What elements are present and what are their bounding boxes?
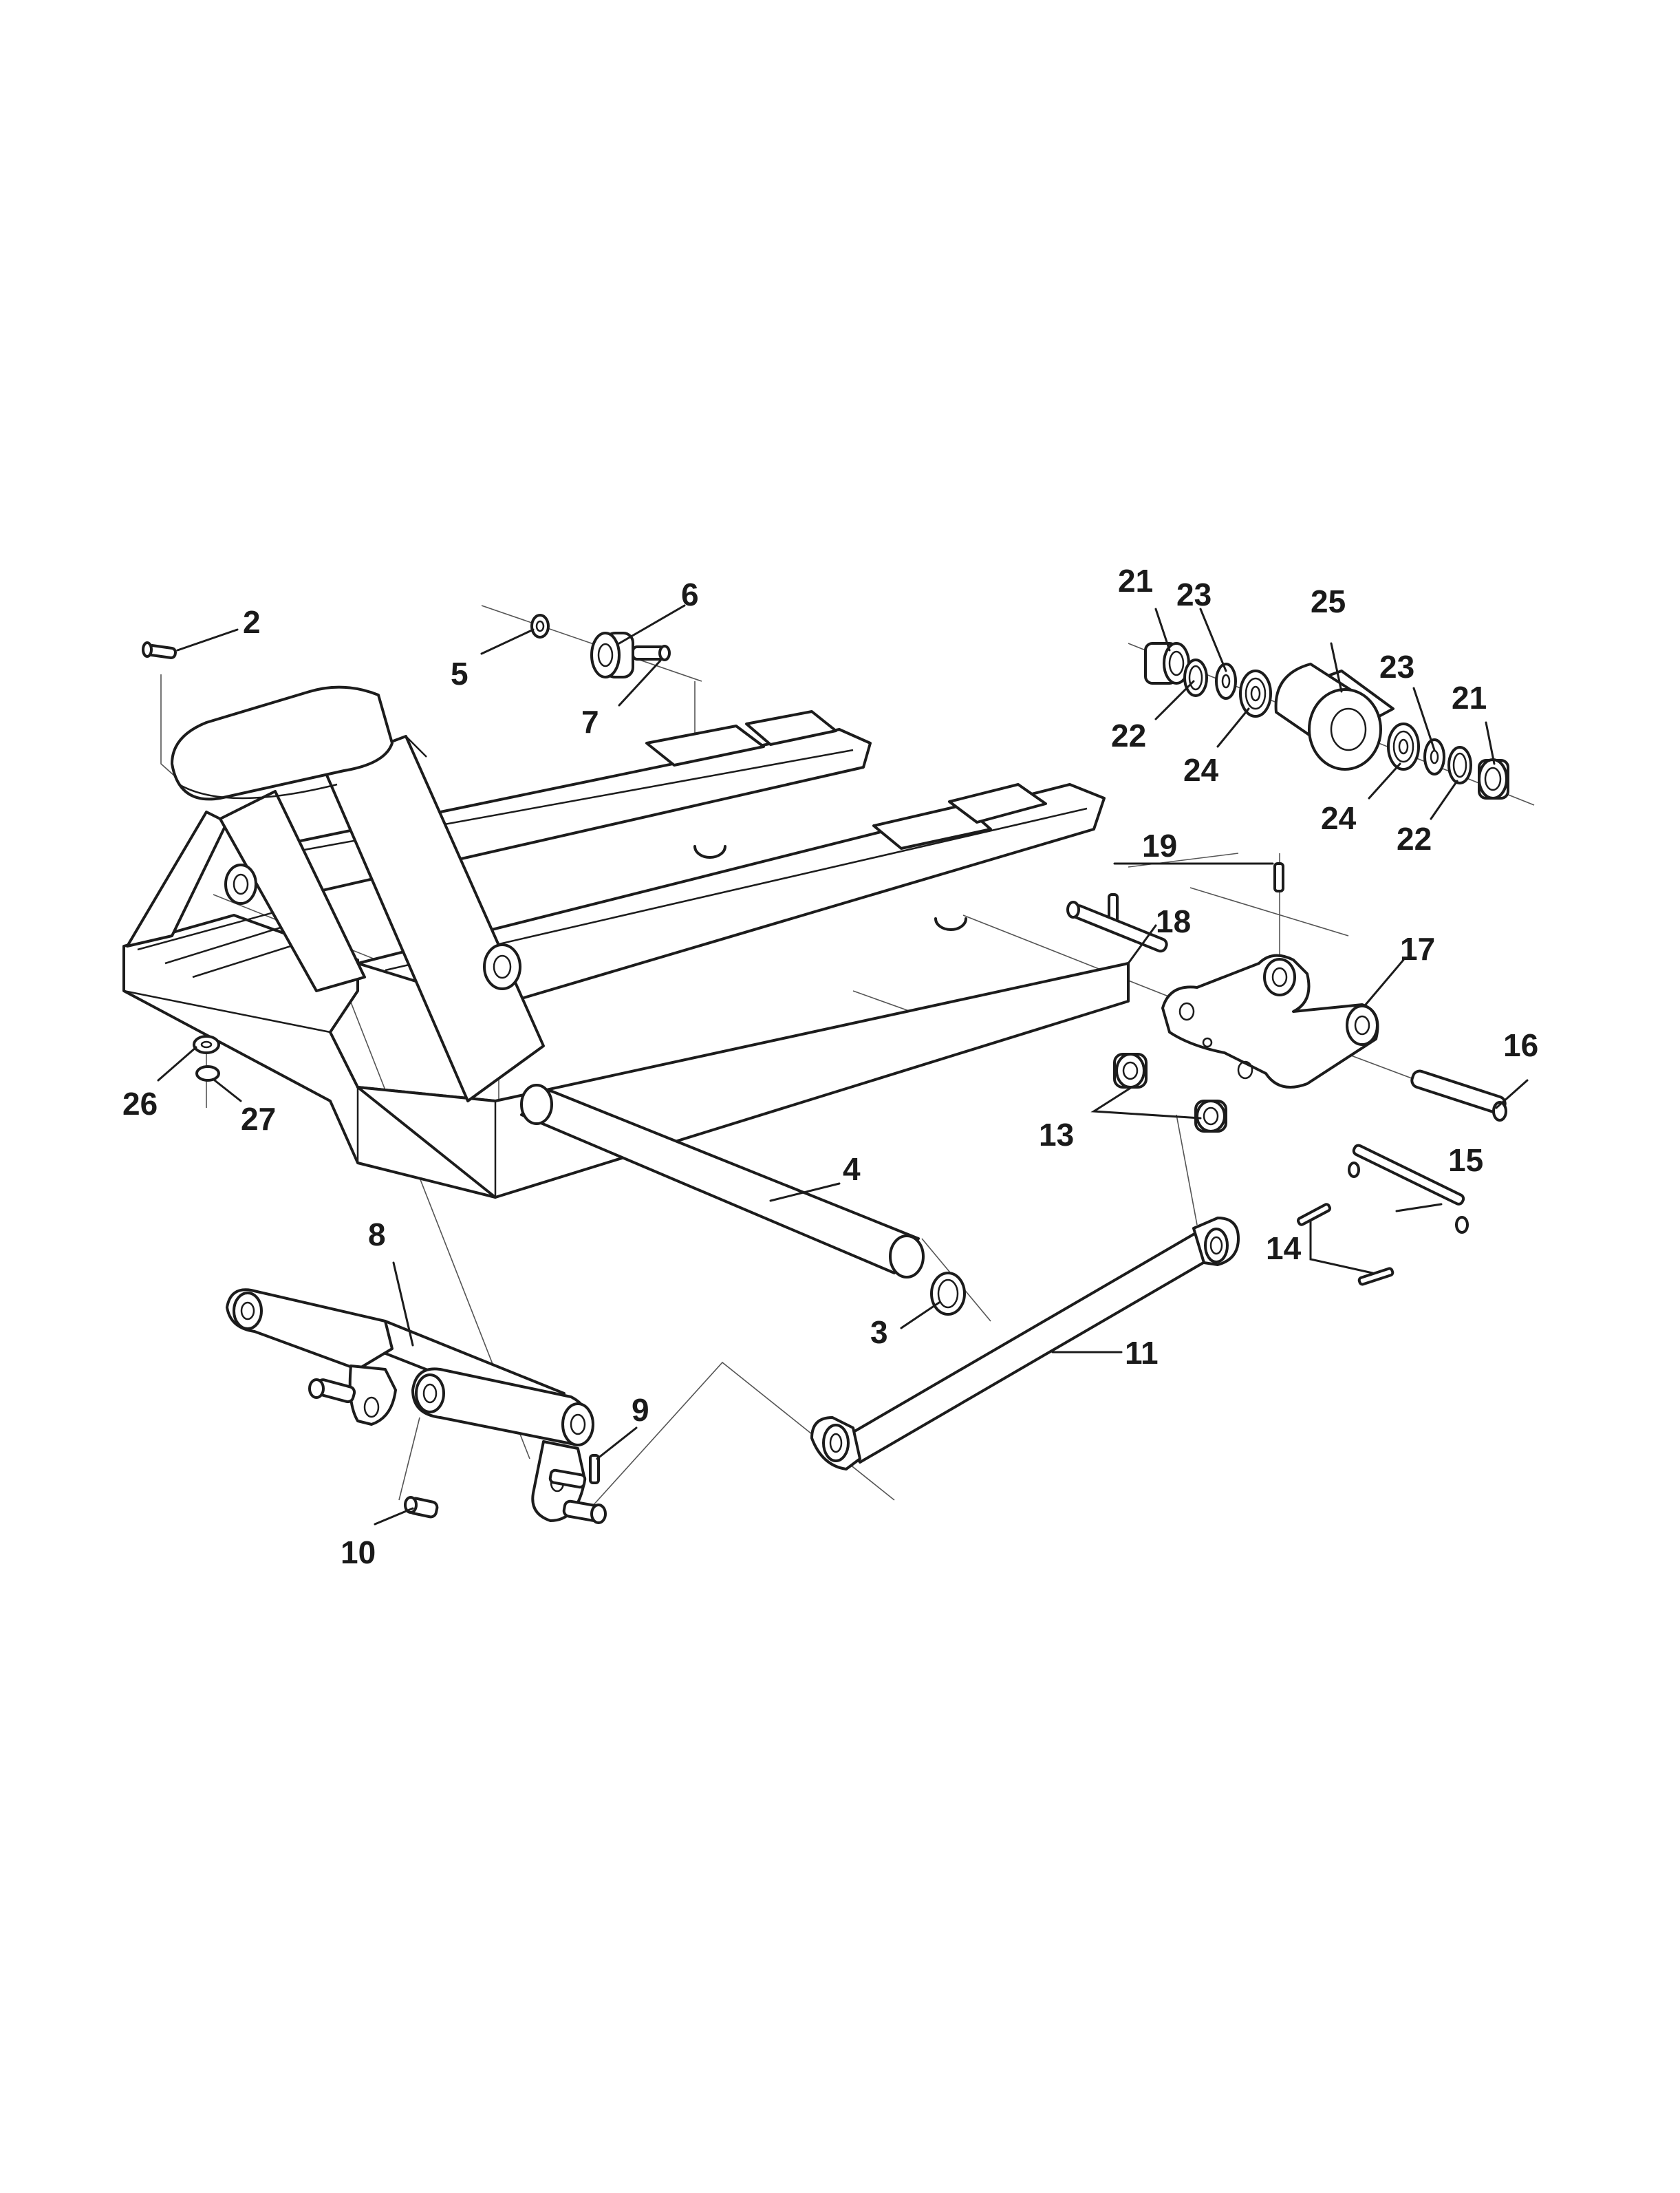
part-7-axle [632, 645, 671, 661]
callout-18: 18 [1156, 903, 1191, 939]
callout-8: 8 [368, 1217, 386, 1252]
callout-10: 10 [341, 1534, 376, 1570]
part-8-lever-assembly [226, 1288, 607, 1524]
part-13-bushing-lower [1194, 1100, 1227, 1133]
part-21-bushing-right [1478, 758, 1509, 800]
part-3-snap-ring [930, 1272, 966, 1316]
callout-5: 5 [451, 656, 469, 692]
callout-11: 11 [1125, 1335, 1159, 1371]
callout-25: 25 [1311, 584, 1346, 619]
callout-3: 3 [870, 1314, 888, 1350]
callout-22-left: 22 [1111, 718, 1146, 753]
callout-labels: 2 3 4 5 6 7 8 9 10 11 13 14 15 16 17 18 … [122, 563, 1538, 1570]
callout-4: 4 [843, 1151, 861, 1187]
part-11-link-rod [810, 1217, 1240, 1470]
part-25-roller [1274, 663, 1394, 771]
part-10-pin [404, 1496, 439, 1519]
part-9-pin [589, 1454, 600, 1484]
part-6-wheel [590, 632, 634, 678]
part-21-bushing-left [1144, 642, 1190, 685]
pallet-truck-frame [122, 685, 1130, 1199]
callout-15: 15 [1448, 1142, 1483, 1178]
callout-14: 14 [1266, 1230, 1302, 1266]
part-23-washer-left [1215, 663, 1237, 700]
callout-21-right: 21 [1452, 680, 1487, 716]
part-14-pin-upper [1296, 1203, 1332, 1226]
part-24-bearing-right [1387, 723, 1420, 771]
callout-17: 17 [1400, 931, 1435, 967]
callout-23-left: 23 [1176, 577, 1211, 612]
callout-24-right: 24 [1321, 800, 1357, 836]
callout-16: 16 [1503, 1027, 1538, 1063]
part-18-axle [1066, 901, 1168, 953]
part-4-shaft [520, 1084, 925, 1279]
callout-7: 7 [581, 704, 599, 740]
callout-13: 13 [1039, 1117, 1074, 1153]
part-22-snap-ring-right [1447, 746, 1472, 784]
callout-22-right: 22 [1397, 821, 1432, 857]
callout-9: 9 [632, 1392, 649, 1428]
callout-24-left: 24 [1183, 752, 1219, 788]
part-19-pin-right [1273, 862, 1284, 892]
part-22-snap-ring-left [1183, 659, 1208, 697]
part-24-bearing-left [1239, 670, 1272, 718]
callout-26: 26 [122, 1086, 158, 1122]
callout-19: 19 [1142, 828, 1177, 864]
leader-lines [157, 604, 1529, 1526]
part-15-rod [1348, 1144, 1469, 1234]
callout-23-right: 23 [1379, 649, 1414, 685]
callout-2: 2 [243, 604, 261, 640]
part-2-pin [142, 641, 177, 659]
part-26-washer [193, 1035, 220, 1054]
callout-27: 27 [241, 1101, 276, 1137]
callout-6: 6 [681, 577, 699, 612]
part-14-pin-lower [1357, 1267, 1394, 1286]
part-23-washer-right [1423, 738, 1445, 775]
callout-21-left: 21 [1118, 563, 1153, 599]
part-16-pin [1410, 1069, 1507, 1122]
part-17-bracket [1161, 954, 1379, 1089]
part-5-washer [530, 614, 550, 639]
part-27-ring [195, 1065, 220, 1082]
part-13-bushing-upper [1113, 1053, 1148, 1089]
